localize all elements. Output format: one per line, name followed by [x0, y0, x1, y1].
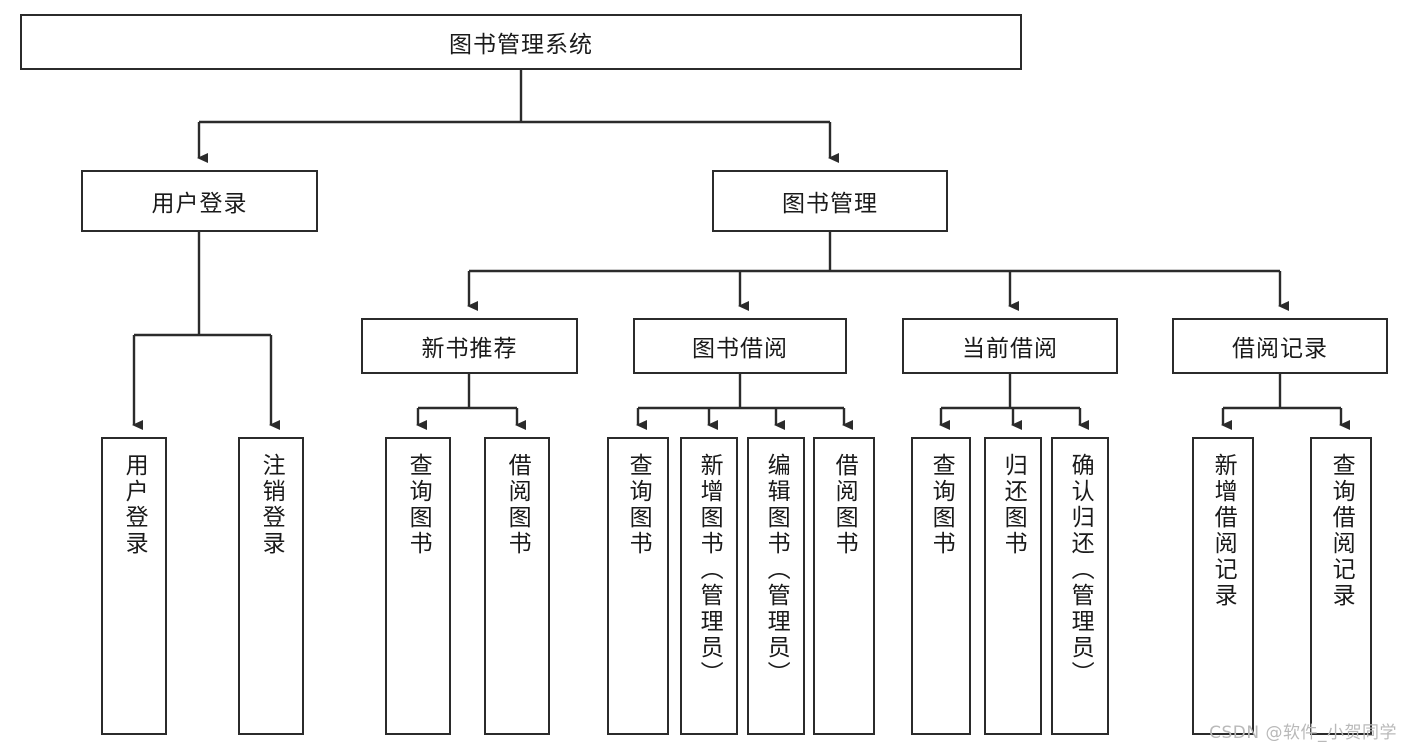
- node-borrow-record-label: 借阅记录: [1232, 336, 1328, 362]
- node-new-book-recommend[interactable]: 新书推荐: [361, 318, 578, 374]
- leaf-logout[interactable]: 注销登录: [238, 437, 304, 735]
- csdn-watermark: CSDN @软件_小贺同学: [1209, 723, 1397, 743]
- leaf-query-book-current-label: 查询图书: [928, 453, 955, 557]
- leaf-query-book-current[interactable]: 查询图书: [911, 437, 971, 735]
- leaf-return-book[interactable]: 归还图书: [984, 437, 1042, 735]
- leaf-borrow-book-recommend-label: 借阅图书: [504, 453, 531, 557]
- node-user-login[interactable]: 用户登录: [81, 170, 318, 232]
- leaf-add-book-admin[interactable]: 新增图书（管理员）: [680, 437, 738, 735]
- node-user-login-label: 用户登录: [151, 191, 248, 217]
- leaf-borrow-book-label: 借阅图书: [831, 453, 858, 557]
- node-root[interactable]: 图书管理系统: [20, 14, 1022, 70]
- leaf-confirm-return-admin[interactable]: 确认归还（管理员）: [1051, 437, 1109, 735]
- leaf-borrow-book-recommend[interactable]: 借阅图书: [484, 437, 550, 735]
- node-current-borrow-label: 当前借阅: [962, 336, 1058, 362]
- node-current-borrow[interactable]: 当前借阅: [902, 318, 1118, 374]
- leaf-query-borrow-record[interactable]: 查询借阅记录: [1310, 437, 1372, 735]
- leaf-add-borrow-record-label: 新增借阅记录: [1210, 453, 1237, 609]
- node-root-label: 图书管理系统: [449, 32, 593, 58]
- leaf-edit-book-admin-label: 编辑图书（管理员）: [763, 453, 790, 687]
- node-book-borrow[interactable]: 图书借阅: [633, 318, 847, 374]
- leaf-confirm-return-admin-label: 确认归还（管理员）: [1067, 453, 1094, 687]
- leaf-query-book-recommend-label: 查询图书: [405, 453, 432, 557]
- leaf-add-book-admin-label: 新增图书（管理员）: [696, 453, 723, 687]
- leaf-query-book-recommend[interactable]: 查询图书: [385, 437, 451, 735]
- node-new-book-recommend-label: 新书推荐: [421, 336, 518, 362]
- node-borrow-record[interactable]: 借阅记录: [1172, 318, 1388, 374]
- leaf-query-book-borrow[interactable]: 查询图书: [607, 437, 669, 735]
- leaf-edit-book-admin[interactable]: 编辑图书（管理员）: [747, 437, 805, 735]
- leaf-add-borrow-record[interactable]: 新增借阅记录: [1192, 437, 1254, 735]
- node-book-borrow-label: 图书借阅: [692, 336, 788, 362]
- leaf-query-book-borrow-label: 查询图书: [625, 453, 652, 557]
- leaf-logout-label: 注销登录: [258, 453, 285, 557]
- leaf-borrow-book[interactable]: 借阅图书: [813, 437, 875, 735]
- node-book-management[interactable]: 图书管理: [712, 170, 948, 232]
- leaf-user-login[interactable]: 用户登录: [101, 437, 167, 735]
- leaf-return-book-label: 归还图书: [1000, 453, 1027, 557]
- leaf-query-borrow-record-label: 查询借阅记录: [1328, 453, 1355, 609]
- node-book-management-label: 图书管理: [782, 191, 878, 217]
- leaf-user-login-label: 用户登录: [121, 453, 148, 557]
